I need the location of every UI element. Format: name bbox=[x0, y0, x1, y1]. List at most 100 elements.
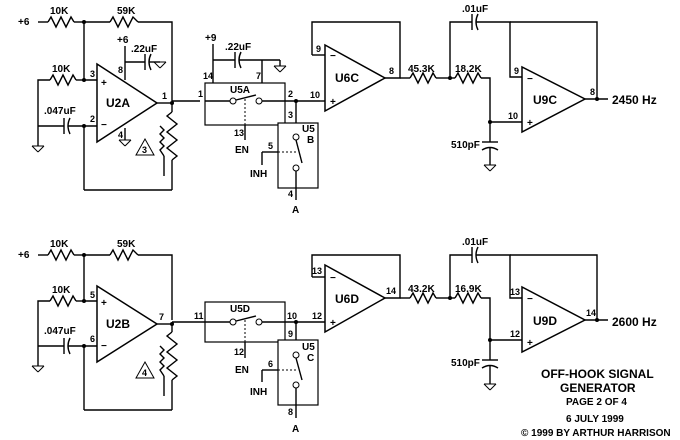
svg-text:9: 9 bbox=[514, 66, 519, 76]
bottom-pot bbox=[165, 331, 179, 381]
top-channel: +6 10K 59K 10K .047uF U2A + − bbox=[18, 4, 657, 216]
bottom-buffer-u6d bbox=[324, 263, 387, 334]
svg-text:2: 2 bbox=[288, 89, 293, 99]
top-switch-name: U5A bbox=[230, 85, 250, 96]
svg-text:8: 8 bbox=[288, 407, 293, 417]
svg-text:+: + bbox=[101, 298, 107, 309]
top-r1 bbox=[409, 71, 437, 85]
bottom-r-in-label: 10K bbox=[50, 239, 69, 250]
bottom-tri-label: 4 bbox=[142, 368, 147, 378]
bottom-r1 bbox=[409, 291, 437, 305]
svg-text:5: 5 bbox=[90, 290, 95, 300]
svg-text:14: 14 bbox=[386, 286, 396, 296]
title-date: 6 JULY 1999 bbox=[566, 414, 624, 425]
svg-text:B: B bbox=[307, 135, 314, 146]
svg-text:3: 3 bbox=[288, 110, 293, 120]
title-page: PAGE 2 OF 4 bbox=[566, 397, 627, 408]
svg-text:5: 5 bbox=[268, 141, 273, 151]
svg-text:−: − bbox=[527, 294, 533, 305]
svg-text:−: − bbox=[527, 74, 533, 85]
top-cfb-label: .01uF bbox=[462, 4, 488, 15]
svg-text:3: 3 bbox=[90, 69, 95, 79]
svg-text:14: 14 bbox=[586, 308, 596, 318]
top-r-in-label: 10K bbox=[50, 6, 69, 17]
top-pot bbox=[165, 111, 179, 161]
top-r-fb bbox=[109, 15, 139, 29]
top-en-label: EN bbox=[235, 145, 249, 156]
bottom-cap-in-label: .047uF bbox=[44, 326, 76, 337]
svg-text:4: 4 bbox=[118, 130, 123, 140]
bottom-r-in bbox=[47, 248, 75, 262]
top-inh-label: INH bbox=[250, 169, 267, 180]
svg-text:−: − bbox=[101, 120, 107, 131]
svg-text:−: − bbox=[330, 273, 336, 284]
bottom-r1-label: 43.2K bbox=[408, 284, 435, 295]
svg-text:8: 8 bbox=[389, 66, 394, 76]
bottom-r2-label: 16.9K bbox=[455, 284, 482, 295]
svg-text:13: 13 bbox=[234, 128, 244, 138]
top-tri-label: 3 bbox=[142, 145, 147, 155]
svg-text:12: 12 bbox=[312, 311, 322, 321]
svg-text:1: 1 bbox=[198, 89, 203, 99]
title-block: OFF-HOOK SIGNAL GENERATOR PAGE 2 OF 4 6 … bbox=[521, 367, 671, 439]
svg-text:8: 8 bbox=[118, 65, 123, 75]
bottom-a-label: A bbox=[292, 424, 299, 435]
svg-text:C: C bbox=[307, 353, 314, 364]
svg-text:11: 11 bbox=[194, 311, 204, 321]
svg-text:13: 13 bbox=[312, 266, 322, 276]
bottom-switch-name: U5D bbox=[230, 304, 250, 315]
top-a-label: A bbox=[292, 205, 299, 216]
bottom-supply-label: +6 bbox=[18, 250, 30, 261]
svg-text:−: − bbox=[101, 341, 107, 352]
bottom-opamp-label: U2B bbox=[106, 317, 130, 331]
top-buffer-label: U6C bbox=[335, 71, 359, 85]
top-r-bias bbox=[49, 73, 77, 87]
svg-text:9: 9 bbox=[288, 329, 293, 339]
svg-text:7: 7 bbox=[256, 71, 261, 81]
svg-text:2: 2 bbox=[90, 114, 95, 124]
title-copyright: © 1999 BY ARTHUR HARRISON bbox=[521, 428, 671, 439]
svg-text:14: 14 bbox=[203, 71, 213, 81]
svg-text:8: 8 bbox=[590, 87, 595, 97]
top-opamp-cap: .22uF bbox=[131, 44, 157, 55]
bottom-r2 bbox=[454, 291, 482, 305]
svg-text:+: + bbox=[101, 78, 107, 89]
svg-text:−: − bbox=[330, 51, 336, 62]
top-r-bias-label: 10K bbox=[52, 64, 71, 75]
bottom-inh-label: INH bbox=[250, 387, 267, 398]
bottom-r-fb bbox=[109, 248, 139, 262]
top-cgnd-label: 510pF bbox=[451, 140, 480, 151]
svg-text:+: + bbox=[527, 338, 533, 349]
svg-text:6: 6 bbox=[90, 334, 95, 344]
bottom-r-fb-label: 59K bbox=[117, 239, 136, 250]
bottom-buffer-label: U6D bbox=[335, 292, 359, 306]
svg-text:U5: U5 bbox=[302, 124, 315, 135]
bottom-filter-u9d bbox=[521, 285, 587, 354]
bottom-cgnd-label: 510pF bbox=[451, 358, 480, 369]
svg-text:9: 9 bbox=[316, 44, 321, 54]
svg-text:10: 10 bbox=[310, 90, 320, 100]
top-cap-in-label: .047uF bbox=[44, 106, 76, 117]
svg-text:6: 6 bbox=[268, 359, 273, 369]
bottom-switch-u5c bbox=[277, 339, 319, 406]
top-opamp-supply: +6 bbox=[117, 35, 129, 46]
svg-text:+: + bbox=[330, 318, 336, 329]
top-supply-label: +6 bbox=[18, 17, 30, 28]
title-line2: GENERATOR bbox=[560, 381, 636, 395]
svg-text:7: 7 bbox=[159, 312, 164, 322]
top-opamp-u2a bbox=[96, 62, 159, 144]
bottom-channel: +6 10K 59K 10K .047uF U2B + − 5 6 7 bbox=[18, 237, 657, 435]
bottom-filter-label: U9D bbox=[533, 314, 557, 328]
bottom-r-bias-label: 10K bbox=[52, 285, 71, 296]
top-r2-label: 18.2K bbox=[455, 64, 482, 75]
top-r-fb-label: 59K bbox=[117, 6, 136, 17]
top-filter-label: U9C bbox=[533, 93, 557, 107]
svg-text:U5: U5 bbox=[302, 342, 315, 353]
svg-text:13: 13 bbox=[510, 287, 520, 297]
bottom-en-label: EN bbox=[235, 365, 249, 376]
svg-text:10: 10 bbox=[508, 111, 518, 121]
title-line1: OFF-HOOK SIGNAL bbox=[541, 367, 654, 381]
top-output-label: 2450 Hz bbox=[612, 93, 657, 107]
svg-text:+: + bbox=[527, 118, 533, 129]
